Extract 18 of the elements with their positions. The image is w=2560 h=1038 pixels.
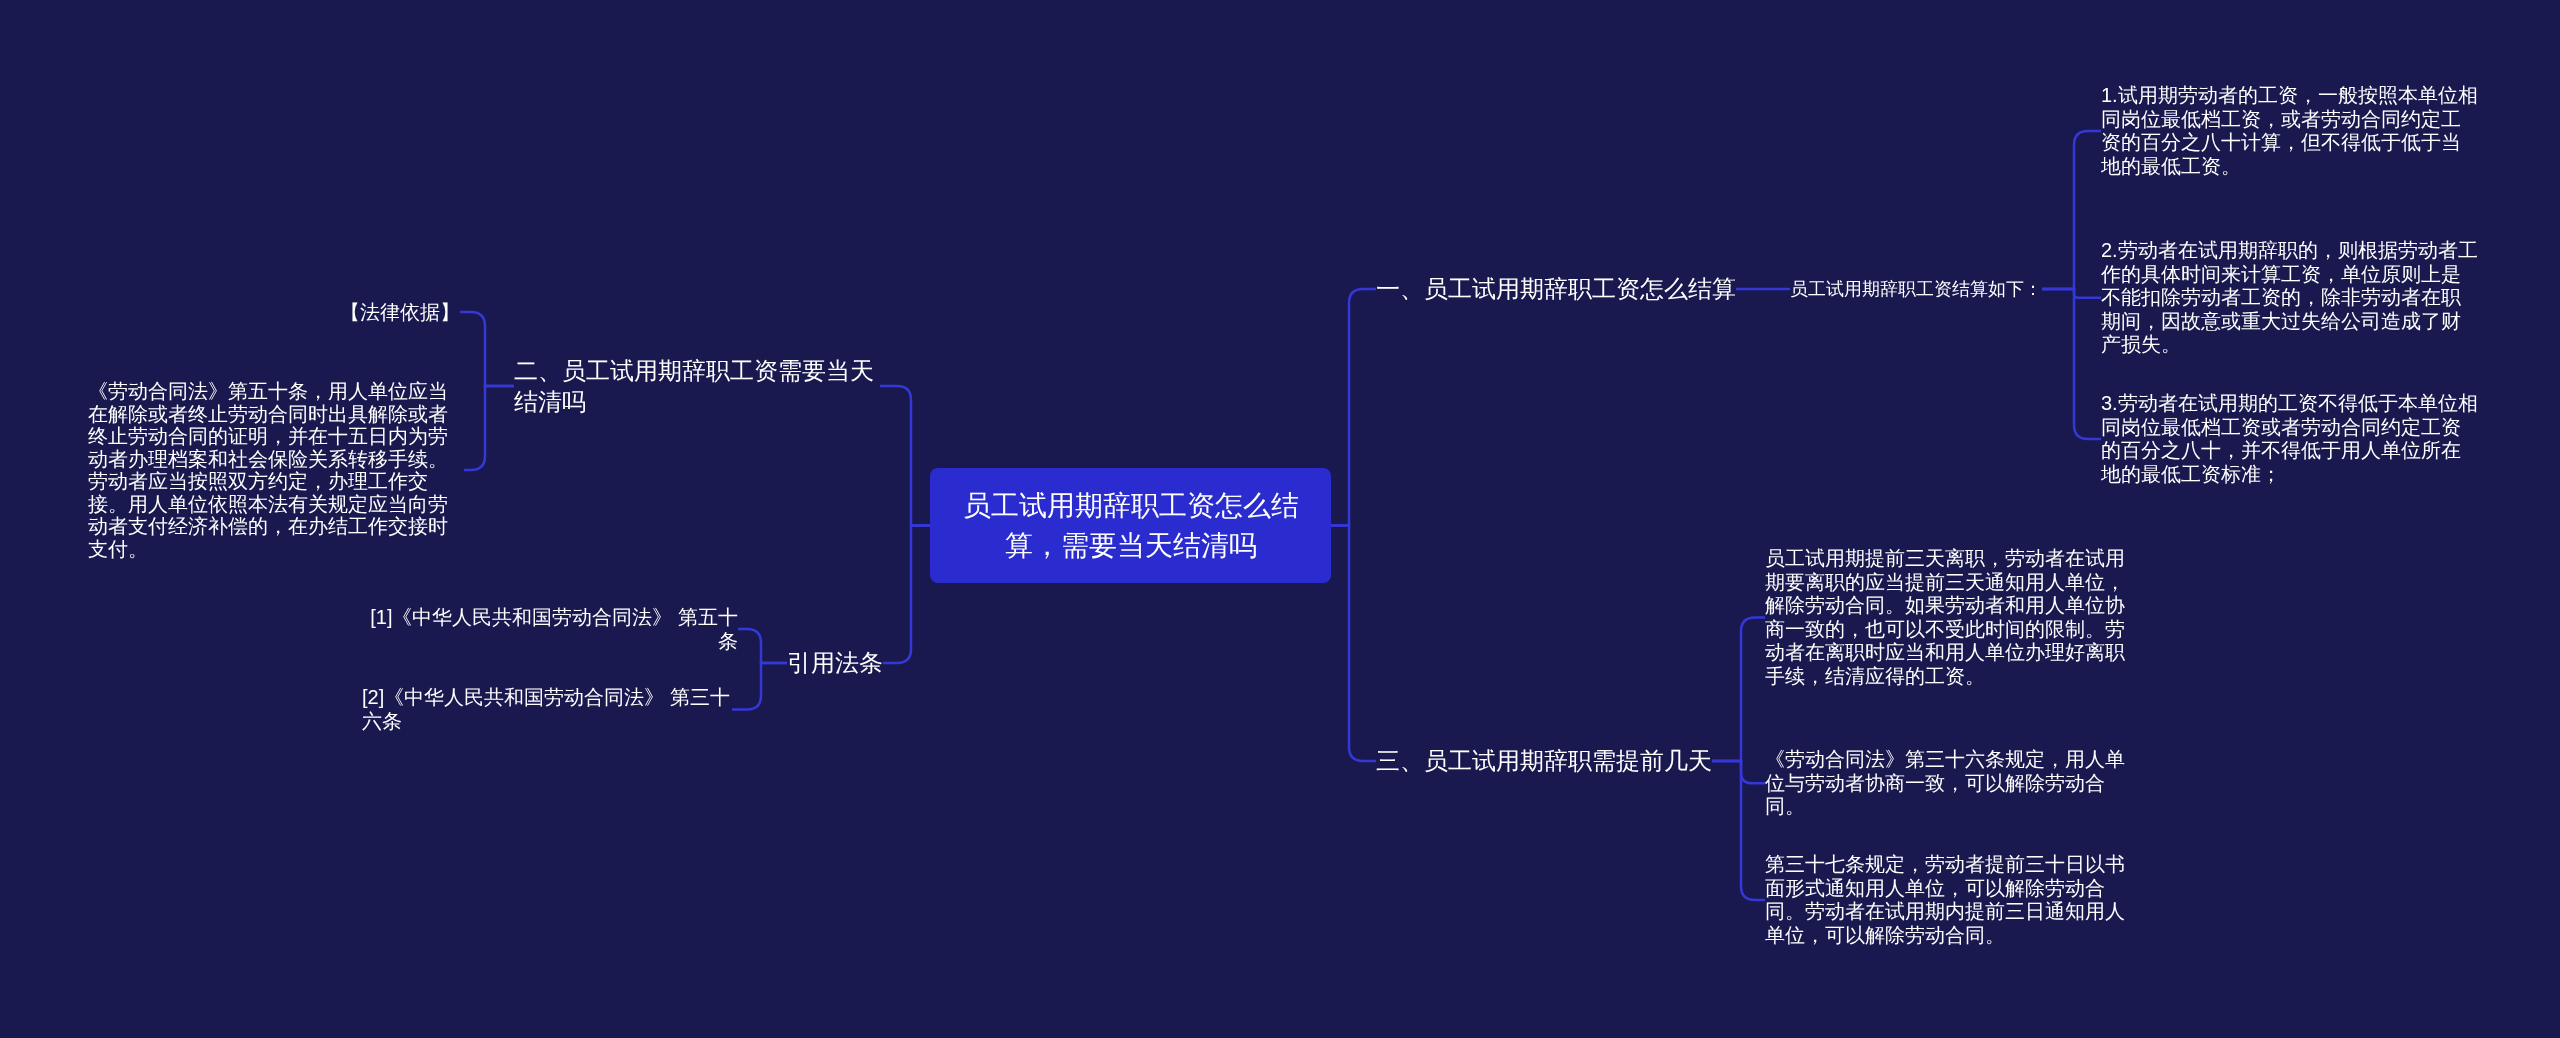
connector-line [1736,287,1790,291]
topic-text: 引用法条 [787,648,883,678]
detail-text: 《劳动合同法》第五十条，用人单位应当在解除或者终止劳动合同时出具解除或者终止劳动合同的证明，并在十五日内为劳动者办理档案和社会保险关系转移手续。劳动者应当按照双方约定，办理工作交接。用人单位依照本法有关规定应当向劳动者支付经济补偿的，在办结工作交接时支付。 [88,380,464,560]
subtopic-text: 员工试用期辞职工资结算如下： [1790,278,2042,300]
reference-text: [1]《中华人民共和国劳动合同法》 第五十条 [369,605,738,653]
detail-text: 员工试用期提前三天离职，劳动者在试用期要离职的应当提前三天通知用人单位，解除劳动合同。如果劳动者和用人单位协商一致的，也可以不受此时间的限制。劳动者在离职时应当和用人单位办理好离职手续，结清应得的工资。 [1765,547,2143,688]
central-topic-box: 员工试用期辞职工资怎么结算，需要当天结清吗 [930,468,1331,583]
reference-text: [2]《中华人民共和国劳动合同法》 第三十六条 [362,686,732,733]
detail-text: 第三十七条规定，劳动者提前三十日以书面形式通知用人单位，可以解除劳动合同。劳动者在试用期内提前三日通知用人单位，可以解除劳动合同。 [1765,853,2143,947]
detail-text: 【法律依据】 [339,300,460,324]
detail-text: 3.劳动者在试用期的工资不得低于本单位相同岗位最低档工资或者劳动合同约定工资的百分之八十，并不得低于用人单位所在地的最低工资标准； [2101,392,2479,486]
detail-text: 1.试用期劳动者的工资，一般按照本单位相同岗位最低档工资，或者劳动合同约定工资的百分之八十计算，但不得低于低于当地的最低工资。 [2101,84,2479,178]
topic-text: 三、员工试用期辞职需提前几天 [1376,746,1712,776]
detail-text: 2.劳动者在试用期辞职的，则根据劳动者工作的具体时间来计算工资，单位原则上是不能扣除劳动者工资的，除非劳动者在职期间，因故意或重大过失给公司造成了财产损失。 [2101,239,2479,357]
topic-text: 一、员工试用期辞职工资怎么结算 [1376,274,1736,304]
connector-line [732,661,787,711]
detail-text: 《劳动合同法》第三十六条规定，用人单位与劳动者协商一致，可以解除劳动合同。 [1765,748,2143,819]
topic-text: 二、员工试用期辞职工资需要当天结清吗 [514,355,880,417]
